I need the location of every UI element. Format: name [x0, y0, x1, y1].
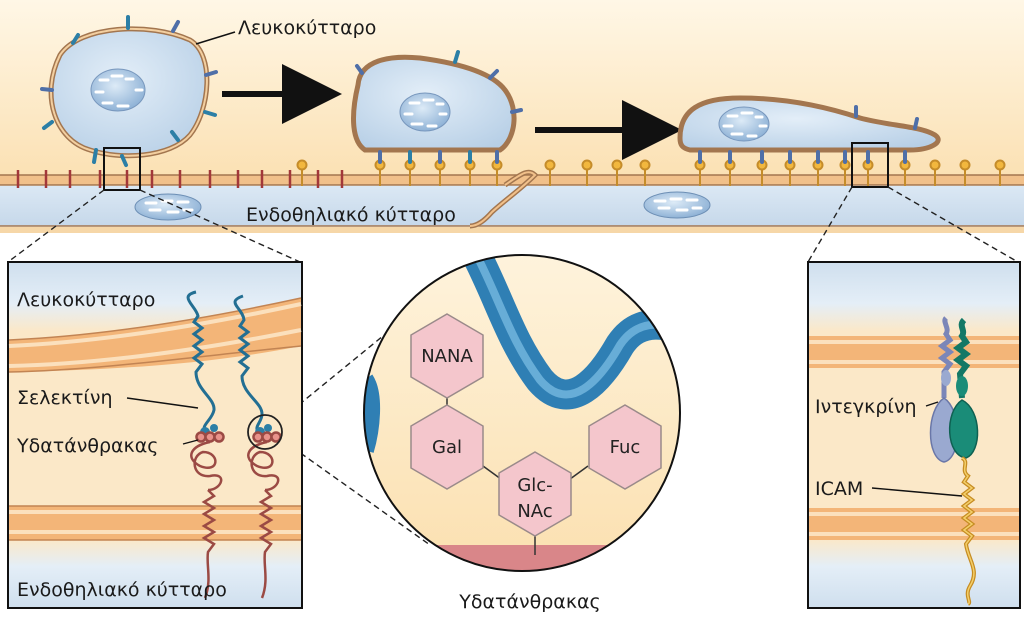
- magnify-spot: [247, 414, 283, 450]
- top-panel: Λευκοκύτταρο Ενδοθηλιακό κύτταρο: [0, 0, 1024, 233]
- label-selectin: Σελεκτίνη: [17, 387, 113, 409]
- sugar-nana: [410, 313, 484, 399]
- leukocyte-rolling: [40, 15, 218, 167]
- endothelial-nucleus: [643, 191, 711, 219]
- label-endothelial-inset: Ενδοθηλιακό κύτταρο: [17, 579, 227, 601]
- zoom-box-right: [851, 142, 889, 188]
- leukocyte-flattened: [677, 95, 941, 164]
- carbohydrate-chain: [190, 431, 225, 599]
- label-icam: ICAM: [815, 478, 863, 500]
- label-endothelial-top: Ενδοθηλιακό κύτταρο: [246, 204, 456, 226]
- sugar-label-fuc: Fuc: [610, 437, 641, 458]
- integrin-inset: Ιντεγκρίνη ICAM: [807, 261, 1021, 609]
- leukocyte-attached: [351, 50, 523, 164]
- integrin-alpha-chain: [929, 316, 959, 463]
- sugar-label-nana: NANA: [421, 346, 473, 367]
- label-integrin: Ιντεγκρίνη: [815, 396, 917, 418]
- leukocyte-nucleus: [399, 92, 451, 132]
- label-carbohydrate-inset: Υδατάνθρακας: [16, 435, 158, 457]
- carbohydrate-chain: [247, 431, 282, 599]
- integrin-beta-chain: [949, 317, 979, 459]
- sugar-gal: [410, 404, 484, 490]
- carbohydrate-detail: NANA Gal Fuc Glc- NAc Υδατάνθρακας: [363, 254, 681, 613]
- label-leukocyte-inset: Λευκοκύτταρο: [17, 289, 155, 311]
- sugar-label-glcnac-1: Glc-: [517, 475, 552, 496]
- sugar-label-gal: Gal: [432, 437, 462, 458]
- endothelial-nucleus: [134, 193, 202, 221]
- sugar-glcnac: [498, 451, 572, 537]
- carbohydrate-ligands: [16, 170, 344, 188]
- leukocyte-nucleus: [90, 68, 146, 112]
- selectin-molecule: [186, 290, 216, 433]
- label-carbohydrate-center: Υδατάνθρακας: [458, 591, 600, 613]
- selectin-molecule: [233, 294, 264, 433]
- leukocyte-nucleus: [718, 106, 770, 142]
- sugar-fuc: [588, 404, 662, 490]
- zoom-box-left: [103, 147, 141, 191]
- label-leukocyte-top: Λευκοκύτταρο: [238, 17, 376, 39]
- selectin-inset: Λευκοκύτταρο Σελεκτίνη Υδατάνθρακας Ενδο…: [7, 261, 303, 609]
- sugar-label-glcnac-2: NAc: [517, 501, 552, 522]
